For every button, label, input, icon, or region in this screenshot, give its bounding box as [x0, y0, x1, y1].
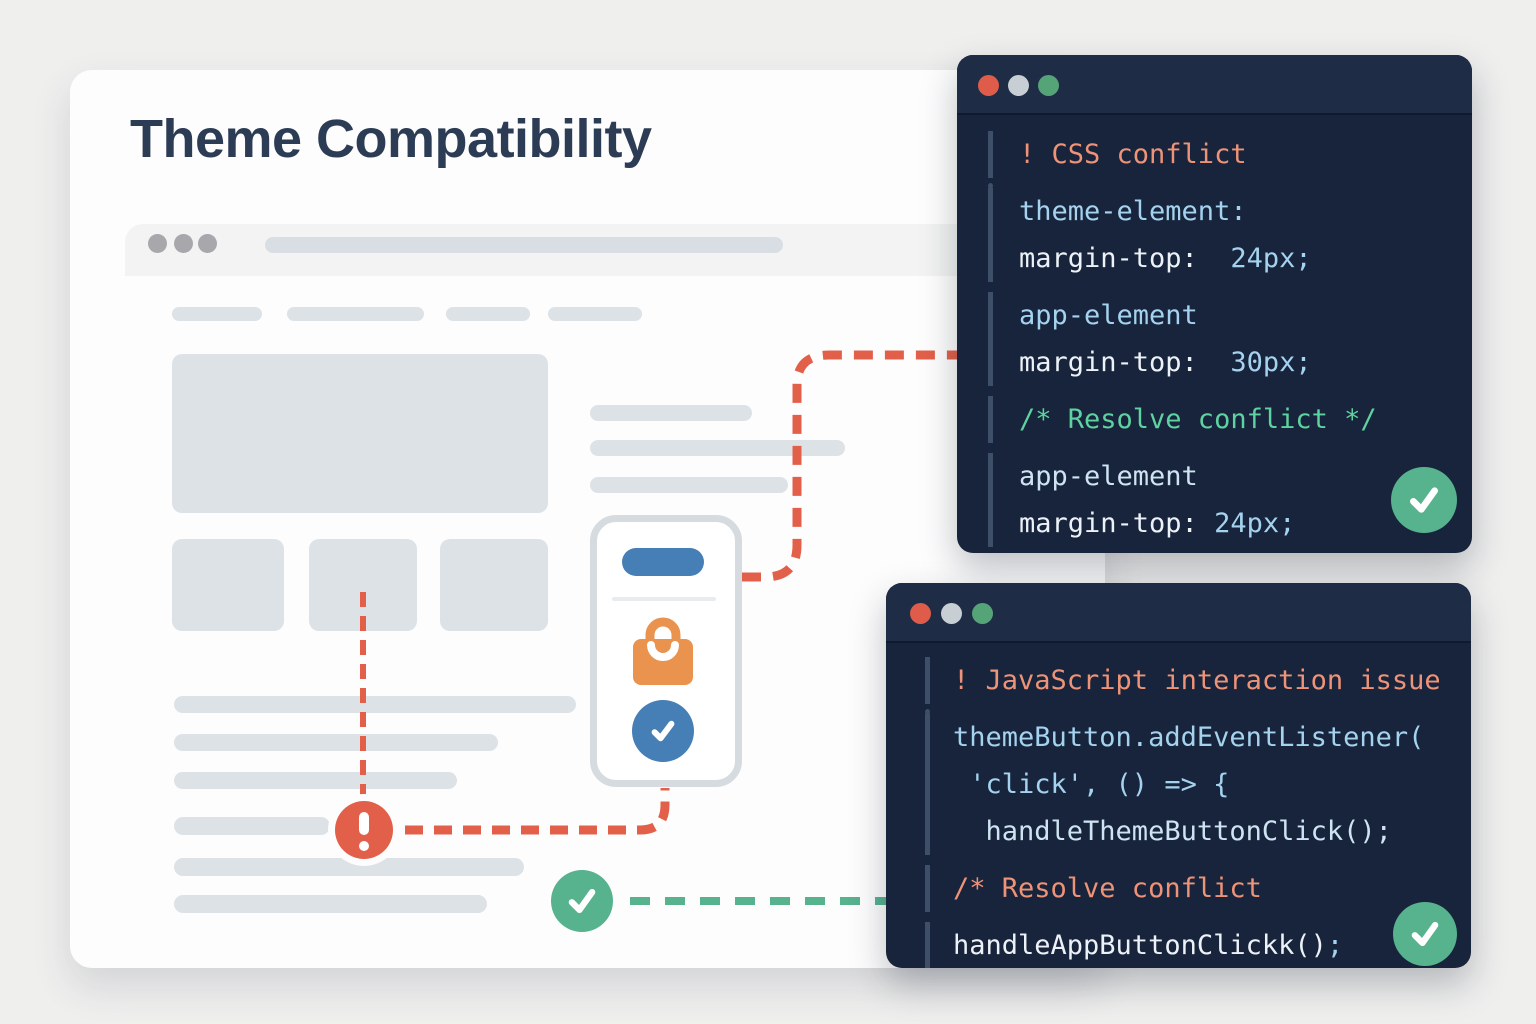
text-line-placeholder: [174, 734, 498, 751]
browser-mockup-titlebar: [125, 224, 1030, 276]
code-block: ! CSS conflict: [988, 131, 1472, 189]
hero-image-placeholder: [172, 354, 548, 513]
code-block: app-element margin-top: 24px;: [988, 453, 1472, 547]
text-line-placeholder: [590, 405, 752, 421]
code-block: themeButton.addEventListener( 'click', (…: [925, 714, 1471, 855]
code-line: theme-element:: [1019, 196, 1247, 227]
success-badge: [1393, 902, 1457, 966]
shopping-bag-icon: [631, 613, 695, 685]
success-check-icon: [551, 870, 613, 932]
code-line: ! CSS conflict: [1019, 139, 1247, 170]
css-code-window: ! CSS conflict theme-element: margin-top: …: [957, 55, 1472, 553]
code-block: handleAppButtonClickk();: [925, 922, 1471, 968]
code-line: /* Resolve conflict */: [1019, 404, 1377, 435]
code-block: /* Resolve conflict: [925, 865, 1471, 912]
minimize-icon[interactable]: [1008, 75, 1029, 96]
code-block: app-element margin-top: 30px;: [988, 292, 1472, 386]
check-icon: [632, 700, 694, 762]
nav-link-placeholder: [172, 307, 262, 321]
code-line: margin-top: 24px;: [1019, 508, 1296, 539]
code-line: app-element: [1019, 461, 1198, 492]
window-titlebar: [886, 583, 1471, 643]
card-placeholder: [309, 539, 417, 631]
card-placeholder: [172, 539, 284, 631]
code-line: 'click', () => {: [953, 769, 1230, 800]
nav-link-placeholder: [287, 307, 424, 321]
browser-dot-icon: [198, 234, 217, 253]
phone-mockup: [590, 515, 742, 787]
code-line: margin-top: 30px;: [1019, 347, 1312, 378]
code-line: /* Resolve conflict: [953, 873, 1262, 904]
success-badge: [1391, 467, 1457, 533]
card-placeholder: [440, 539, 548, 631]
zoom-icon[interactable]: [1038, 75, 1059, 96]
text-line-placeholder: [174, 696, 576, 713]
code-line: app-element: [1019, 300, 1198, 331]
code-line: handleThemeButtonClick();: [953, 816, 1392, 847]
code-line: ! JavaScript interaction issue: [953, 665, 1441, 696]
code-line: themeButton.addEventListener(: [953, 722, 1425, 753]
zoom-icon[interactable]: [972, 603, 993, 624]
code-editor: ! JavaScript interaction issue themeButto…: [886, 643, 1471, 968]
code-editor: ! CSS conflict theme-element: margin-top: …: [957, 115, 1472, 553]
close-icon[interactable]: [910, 603, 931, 624]
divider: [612, 597, 716, 601]
alert-exclamation-icon: [335, 801, 393, 859]
minimize-icon[interactable]: [941, 603, 962, 624]
text-line-placeholder: [174, 895, 487, 913]
code-block: theme-element: margin-top: 24px;: [988, 188, 1472, 282]
code-line: margin-top: 24px;: [1019, 243, 1312, 274]
close-icon[interactable]: [978, 75, 999, 96]
page-title: Theme Compatibility: [130, 109, 652, 169]
js-code-window: ! JavaScript interaction issue themeButto…: [886, 583, 1471, 968]
window-titlebar: [957, 55, 1472, 115]
address-bar: [265, 237, 783, 253]
nav-link-placeholder: [548, 307, 642, 321]
text-line-placeholder: [590, 440, 845, 456]
primary-button[interactable]: [622, 548, 704, 576]
text-line-placeholder: [174, 772, 457, 789]
browser-dot-icon: [174, 234, 193, 253]
browser-dot-icon: [148, 234, 167, 253]
nav-link-placeholder: [446, 307, 530, 321]
code-line: handleAppButtonClickk();: [953, 930, 1344, 961]
code-block: ! JavaScript interaction issue: [925, 657, 1471, 715]
text-line-placeholder: [174, 817, 330, 835]
text-line-placeholder: [590, 477, 788, 493]
text-line-placeholder: [174, 858, 524, 876]
code-block: /* Resolve conflict */: [988, 396, 1472, 443]
